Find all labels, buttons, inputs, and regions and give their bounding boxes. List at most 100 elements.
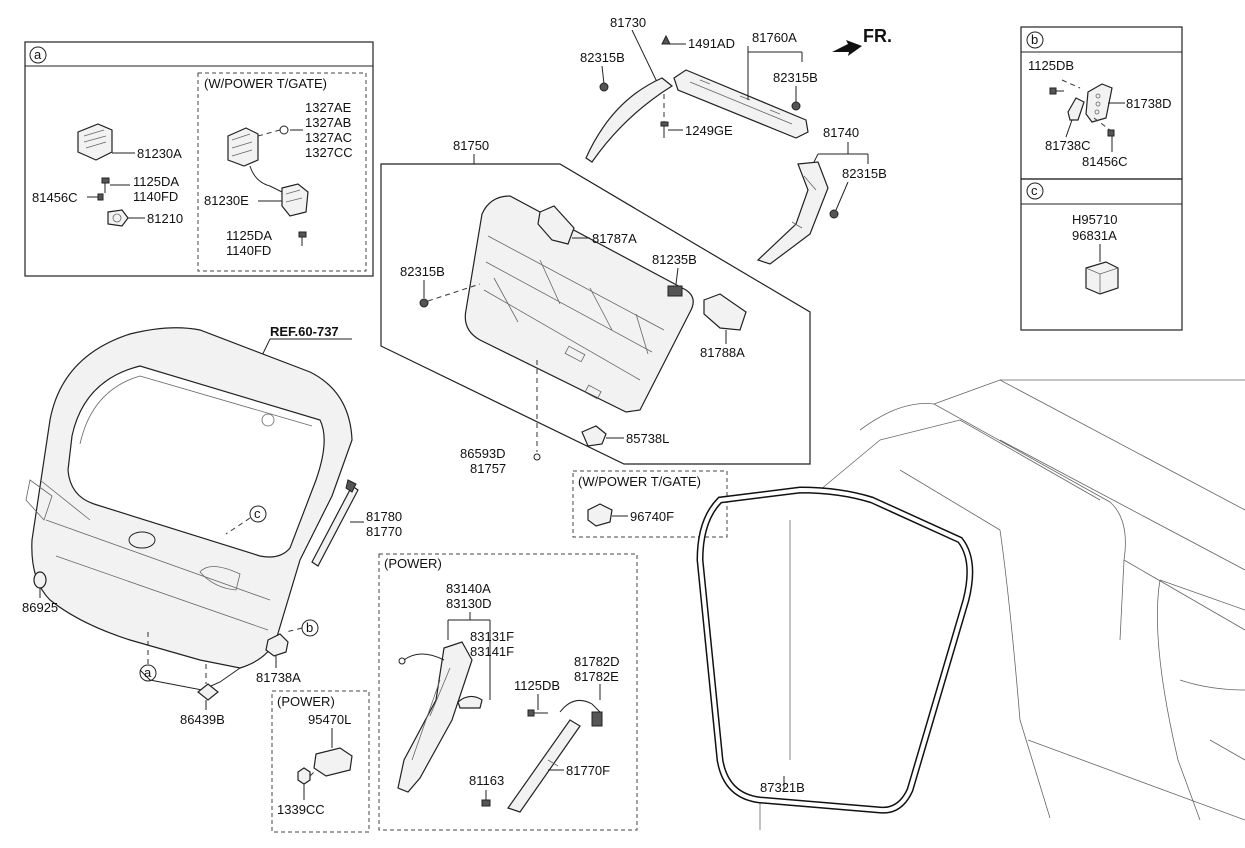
bolt-icon — [527, 709, 548, 717]
handle-85738l-part — [581, 425, 607, 447]
label-82315b-trim: 82315B — [400, 264, 445, 279]
label-1125db-strut: 1125DB — [514, 678, 560, 693]
label-81738d: 81738D — [1126, 96, 1172, 111]
power-tgate-title-small: (W/POWER T/GATE) — [578, 474, 701, 489]
screw-icon — [660, 121, 669, 138]
label-86439b: 86439B — [180, 712, 225, 727]
label-81750: 81750 — [453, 138, 489, 153]
vehicle-body-outline — [759, 379, 1245, 830]
label-h95710: H95710 — [1072, 212, 1118, 227]
label-81757: 81757 — [470, 461, 506, 476]
detail-a-marker: a — [34, 47, 42, 62]
reference-label: REF.60-737 — [270, 324, 339, 339]
power-module-panel: (POWER) 95470L 1339CC — [271, 690, 370, 833]
label-1125da-a: 1125DA — [133, 174, 179, 189]
pad-86439b-part — [197, 683, 219, 701]
label-82315b-upper3: 82315B — [842, 166, 887, 181]
label-95470l: 95470L — [308, 712, 351, 727]
strut-81770f-part — [507, 719, 581, 813]
trim-81750-assembly: 81750 81787A 81235B 82315B 81788A 85738L — [380, 138, 811, 476]
inner-trim-panel-part — [464, 195, 694, 413]
power-strut-title: (POWER) — [384, 556, 442, 571]
clip-icon — [829, 209, 839, 219]
strut-81780-part — [311, 479, 359, 567]
clip-icon — [419, 298, 429, 308]
label-81730: 81730 — [610, 15, 646, 30]
label-81230e: 81230E — [204, 193, 249, 208]
nut-icon — [297, 767, 311, 785]
bolt-icon — [1049, 87, 1064, 95]
label-83131f: 83131F — [470, 629, 514, 644]
label-81210: 81210 — [147, 211, 183, 226]
detail-c-callout: c — [254, 506, 261, 521]
cover-81787a-part — [537, 205, 575, 245]
front-arrow-icon — [832, 40, 862, 56]
label-87321b: 87321B — [760, 780, 805, 795]
label-81163: 81163 — [469, 773, 504, 788]
screw-icon — [97, 193, 104, 201]
side-trim-81730-part — [585, 77, 674, 163]
power-tgate-title-a: (W/POWER T/GATE) — [204, 76, 327, 91]
tailgate-assembly: REF.60-737 81780 81770 c 86925 b — [22, 324, 402, 727]
label-81456c-a: 81456C — [32, 190, 78, 205]
latch-81230a-part — [77, 123, 113, 161]
bracket-81738c-part — [1067, 97, 1085, 121]
switch-96740f-part — [587, 503, 613, 527]
label-1339cc: 1339CC — [277, 802, 325, 817]
label-86593d: 86593D — [460, 446, 506, 461]
module-95470l-part — [313, 747, 353, 777]
bracket-81235b-part — [667, 285, 683, 297]
label-81782e: 81782E — [574, 669, 619, 684]
label-81456c-b: 81456C — [1082, 154, 1128, 169]
label-85738l: 85738L — [626, 431, 669, 446]
upper-trim-81760a-part — [673, 69, 809, 139]
front-direction-label: FR. — [863, 26, 892, 46]
label-81738a: 81738A — [256, 670, 301, 685]
side-trim-81740-part — [756, 161, 829, 265]
label-1491ad: 1491AD — [688, 36, 735, 51]
label-83140a: 83140A — [446, 581, 491, 596]
detail-b-marker: b — [1031, 32, 1038, 47]
cover-81788a-part — [703, 293, 747, 331]
label-81780: 81780 — [366, 509, 402, 524]
bracket-81738d-part — [1085, 83, 1113, 123]
upper-trim-group: 81730 82315B 1491AD 81760A 82315B 1249GE… — [580, 15, 887, 265]
cap-83131f-part — [457, 695, 483, 709]
detail-c-marker: c — [1031, 183, 1038, 198]
label-81230a: 81230A — [137, 146, 182, 161]
label-81740: 81740 — [823, 125, 859, 140]
clip-icon — [661, 34, 671, 45]
label-83141f: 83141F — [470, 644, 514, 659]
label-1327ac: 1327AC — [305, 130, 352, 145]
trim-83140a-part — [397, 641, 473, 793]
label-81760a: 81760A — [752, 30, 797, 45]
label-81235b: 81235B — [652, 252, 697, 267]
label-96831a: 96831A — [1072, 228, 1117, 243]
latch-81230e-part — [227, 127, 309, 217]
label-83130d: 83130D — [446, 596, 492, 611]
label-1249ge: 1249GE — [685, 123, 733, 138]
label-1125da-power: 1125DA — [226, 228, 272, 243]
actuator-81210-part — [107, 209, 129, 227]
label-81788a: 81788A — [700, 345, 745, 360]
tailgate-outer-panel-part — [25, 327, 353, 669]
label-1140fd-a: 1140FD — [133, 189, 178, 204]
bolt-icon — [298, 231, 307, 246]
detail-a-callout: a — [144, 665, 152, 680]
sensor-96831a-part — [1085, 261, 1119, 295]
clip-icon — [533, 453, 541, 461]
detail-b-panel: b 1125DB 81738D 81738C 81456C — [1020, 26, 1183, 180]
power-strut-panel: (POWER) 83140A 83130D 83131F 83141F 1125… — [378, 553, 638, 831]
label-81787a: 81787A — [592, 231, 637, 246]
bumper-81738a-part — [265, 633, 289, 657]
label-82315b-upper1: 82315B — [580, 50, 625, 65]
label-1327cc: 1327CC — [305, 145, 353, 160]
label-1327ae: 1327AE — [305, 100, 352, 115]
nut-icon — [279, 125, 289, 135]
label-81738c: 81738C — [1045, 138, 1091, 153]
power-tgate-switch-panel: (W/POWER T/GATE) 96740F — [572, 470, 728, 538]
screw-icon — [1093, 117, 1115, 137]
label-82315b-upper2: 82315B — [773, 70, 818, 85]
clip-icon — [599, 82, 609, 92]
